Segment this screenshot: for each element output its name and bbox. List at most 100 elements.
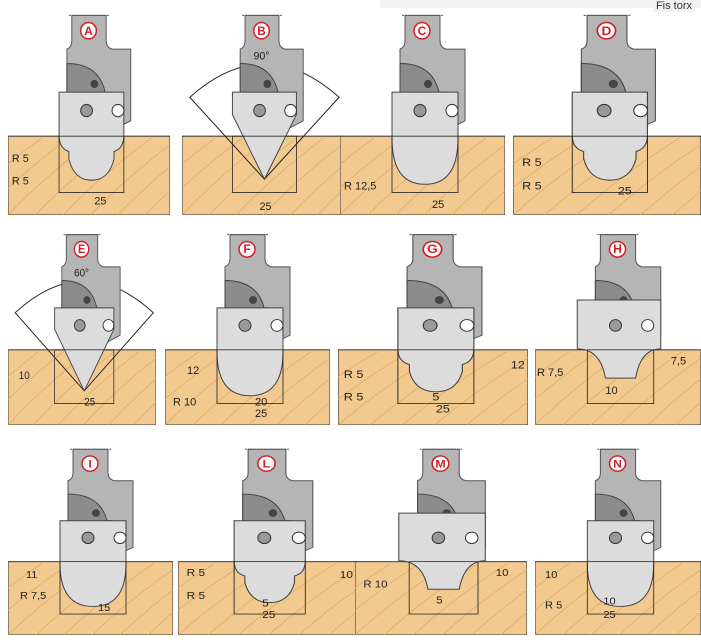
profile-badge [431, 455, 450, 472]
dimension-label: 7,5 [671, 356, 686, 368]
profile-letter: I [88, 458, 91, 471]
profile-letter: M [435, 457, 445, 470]
wood-grain [647, 378, 701, 426]
dimension-label: 10 [605, 385, 617, 397]
cutter-diagram: AR 5R 525 [0, 14, 289, 216]
dimension-label: 5 [436, 595, 442, 606]
dimension-box [586, 349, 655, 404]
dimension-label: 25 [603, 609, 615, 621]
profile-letter: G [427, 242, 438, 256]
dimension-box [54, 349, 115, 404]
knife-profile [59, 520, 127, 607]
screw-hole-icon [253, 103, 266, 118]
dimension-label: R 7,5 [20, 590, 46, 602]
wood-grain [591, 351, 683, 426]
dimension-label: R 5 [344, 369, 364, 381]
screw-hole-icon [413, 103, 427, 118]
dimension-box [408, 561, 479, 615]
pin-icon [263, 79, 272, 89]
profile-badge [238, 240, 256, 258]
profile-letter: E [78, 244, 86, 256]
pin-icon [424, 79, 432, 89]
screw-hole-icon [113, 531, 127, 545]
wood-grain [675, 401, 701, 426]
dimension-label: 12 [511, 359, 525, 371]
wood-grain [675, 612, 701, 636]
cutter-diagram: B90°25 [127, 14, 460, 216]
profile-letter: F [243, 242, 250, 256]
screw-hole-icon [641, 319, 655, 332]
profile-letter: B [257, 24, 266, 38]
cutter-diagram: CR 12,525 [283, 14, 627, 216]
profile-badge [81, 455, 99, 472]
dimension-label: 25 [260, 201, 272, 213]
wood-grain [383, 563, 479, 636]
knife-profile [586, 520, 655, 607]
screw-hole-icon [111, 103, 125, 118]
screw-hole-icon [608, 319, 623, 332]
wood-grain [619, 569, 701, 636]
pin-icon [90, 79, 99, 89]
wood-grain [0, 137, 42, 172]
dimension-label: 25 [432, 199, 444, 211]
dimension-box [216, 349, 284, 404]
wood-grain [58, 351, 140, 426]
dimension-label: 10 [340, 569, 353, 580]
wood-grain [90, 137, 180, 216]
profile-badge [608, 455, 627, 472]
profile-badge [73, 240, 90, 258]
dimension-box [232, 135, 297, 193]
screw-hole-icon [608, 531, 623, 545]
screw-hole-icon [102, 319, 115, 332]
screw-hole-icon [270, 319, 284, 332]
dimension-label: R 5 [12, 175, 29, 187]
profile-badge [596, 21, 617, 40]
dimension-label: 25 [262, 609, 275, 620]
screw-hole-icon [464, 531, 479, 545]
screw-hole-icon [73, 319, 86, 332]
wood-grain [413, 563, 508, 636]
dimension-label: 15 [98, 602, 110, 614]
screw-hole-icon [291, 531, 306, 545]
wood-grain [0, 351, 39, 384]
dimension-label: 10 [19, 371, 30, 382]
dimension-label: 10 [545, 569, 557, 581]
dimension-label: 25 [84, 397, 95, 408]
wood-grain [83, 351, 165, 426]
dimension-label: 25 [436, 403, 451, 415]
dimension-label: R 5 [12, 153, 29, 165]
pin-icon [434, 296, 444, 304]
dimension-box [58, 135, 125, 193]
dimension-label: 25 [94, 196, 106, 208]
wood-grain [562, 351, 654, 426]
dimension-label: R 5 [187, 590, 205, 601]
wood-grain [640, 166, 701, 216]
dimension-box [59, 561, 127, 615]
screw-hole-icon [431, 531, 446, 545]
screw-hole-icon [80, 103, 93, 118]
knife-profile [54, 307, 115, 392]
dimension-box [397, 349, 475, 404]
dimension-label: 25 [255, 408, 267, 420]
dimension-label: R 10 [173, 397, 196, 409]
wood-grain [608, 144, 701, 216]
wood-grain [91, 563, 183, 636]
knife-profile [216, 307, 284, 397]
profile-badge [79, 21, 98, 40]
profile-badge [422, 240, 443, 258]
dimension-box [233, 561, 306, 615]
screw-hole-icon [633, 103, 649, 118]
wood-grain [647, 589, 701, 636]
profile-letter: L [263, 457, 271, 470]
wood-grain [619, 357, 701, 426]
